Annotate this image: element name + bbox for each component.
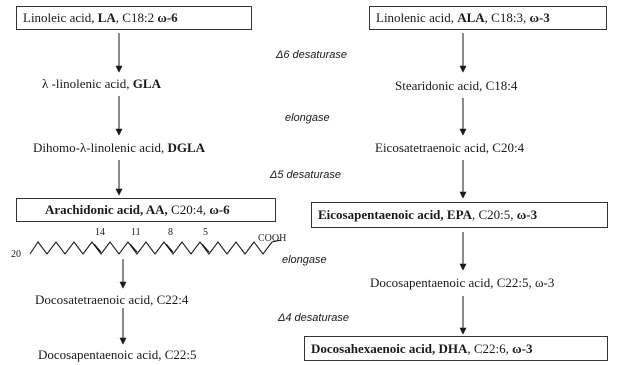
enzyme-elongase-2: elongase: [282, 254, 327, 266]
dha-omega: ω-3: [512, 341, 533, 356]
aa-omega: ω-6: [209, 202, 230, 217]
ala-box: Linolenic acid, ALA, C18:3, ω-3: [369, 6, 607, 30]
aa-box: Arachidonic acid, AA, C20:4, ω-6: [16, 198, 276, 222]
epa-abbr: , EPA: [440, 207, 472, 222]
dha-box: Docosahexaenoic acid, DHA, C22:6, ω-3: [304, 336, 608, 361]
gla-label: λ -linolenic acid, GLA: [42, 76, 161, 91]
carbon-5-label: 5: [203, 227, 208, 238]
gla-abbr: GLA: [132, 76, 161, 91]
enzyme-delta4: Δ4 desaturase: [278, 312, 349, 324]
dta-label: Docosatetraenoic acid, C22:4: [35, 292, 189, 307]
epa-box: Eicosapentaenoic acid, EPA, C20:5, ω-3: [311, 202, 608, 228]
sda-label: Stearidonic acid, C18:4: [395, 78, 518, 93]
la-omega: ω-6: [157, 10, 178, 25]
carbon-14-label: 14: [95, 227, 105, 238]
ala-abbr: ALA: [457, 10, 485, 25]
carbon-11-label: 11: [131, 227, 141, 238]
aa-name: Arachidonic acid, AA,: [45, 202, 168, 217]
enzyme-delta6: Δ6 desaturase: [276, 49, 347, 61]
epa-omega: ω-3: [516, 207, 538, 222]
enzyme-delta5: Δ5 desaturase: [270, 169, 341, 181]
dpa6-label: Docosapentaenoic acid, C22:5: [38, 347, 197, 362]
arachidonic-acid-structure: [29, 239, 282, 255]
ala-omega: ω-3: [529, 10, 550, 25]
dgla-label: Dihomo-λ-linolenic acid, DGLA: [33, 140, 206, 155]
enzyme-elongase-1: elongase: [285, 112, 330, 124]
carbon-20-label: 20: [11, 249, 21, 260]
epa-name: Eicosapentaenoic acid: [318, 207, 441, 222]
dpa3-label: Docosapentaenoic acid, C22:5, ω-3: [370, 275, 555, 290]
eta-label: Eicosatetraenoic acid, C20:4: [375, 140, 525, 155]
la-formula: , C18:2: [115, 10, 158, 25]
carbon-8-label: 8: [168, 227, 173, 238]
dha-name: Docosahexaenoic acid, DHA: [311, 341, 468, 356]
dgla-abbr: DGLA: [167, 140, 206, 155]
la-abbr: LA: [97, 10, 116, 25]
cooh-label: COOH: [258, 233, 287, 244]
la-name: Linoleic acid,: [23, 10, 98, 25]
aa-formula: C20:4,: [167, 202, 210, 217]
la-box: Linoleic acid, LA, C18:2 ω-6: [16, 6, 252, 30]
